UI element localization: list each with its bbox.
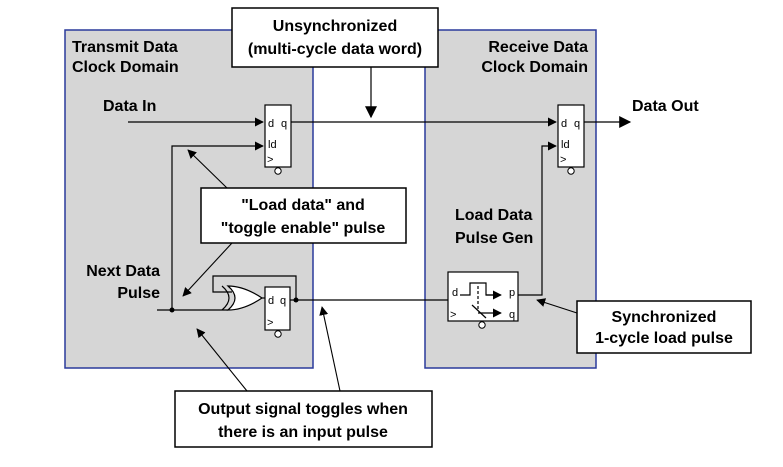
load-toggle-callout-line2: "toggle enable" pulse <box>221 220 386 237</box>
rx-reg-q-pin: q <box>574 118 580 130</box>
tx-reg-reset-bubble <box>274 167 282 175</box>
output-toggle-pointer-left <box>196 328 248 392</box>
next-pulse-junction <box>169 307 175 313</box>
rx-reg-reset-bubble <box>567 167 575 175</box>
pulse-gen-clk-pin: > <box>450 309 456 321</box>
pulse-generator <box>447 271 519 322</box>
toggle-ff-reset-bubble <box>274 330 282 338</box>
xor-gate-back-curve <box>221 285 230 311</box>
tx-reg-d-pin: d <box>268 118 274 130</box>
output-toggle-pointer-right <box>319 306 341 392</box>
load-toggle-pointer-down <box>182 242 233 297</box>
receive-domain-label-line1: Receive Data <box>488 39 588 56</box>
rx-load-wire <box>518 141 557 296</box>
transmit-domain-label-line2: Clock Domain <box>72 59 179 76</box>
sync-pulse-callout-line2: 1-cycle load pulse <box>595 330 733 347</box>
tx-reg-clk-pin: > <box>267 154 273 166</box>
data-out-label: Data Out <box>632 98 699 115</box>
toggle-ff-q-pin: q <box>280 295 286 307</box>
next-pulse-label-line2: Pulse <box>117 285 160 302</box>
sync-pulse-callout-box <box>576 300 752 354</box>
xor-gate <box>226 285 264 311</box>
pulse-gen-q-pin: q <box>509 309 515 321</box>
pulse-gen-d-pin: d <box>452 287 458 299</box>
unsync-callout-line1: Unsynchronized <box>273 18 397 35</box>
transmit-data-register <box>264 104 292 168</box>
pulse-gen-p-pin: p <box>509 287 515 299</box>
next-pulse-label-line1: Next Data <box>86 263 160 280</box>
receive-data-register <box>557 104 585 168</box>
tx-load-wire <box>171 141 264 310</box>
tx-reg-q-pin: q <box>281 118 287 130</box>
pulse-gen-label-line2: Pulse Gen <box>455 230 533 247</box>
load-toggle-pointer-up <box>187 149 228 189</box>
load-toggle-callout-line1: "Load data" and <box>241 197 365 214</box>
toggle-flip-flop <box>264 286 291 331</box>
sync-pulse-pointer <box>536 298 578 314</box>
pulse-gen-label-line1: Load Data <box>455 207 532 224</box>
transmit-domain-label-line1: Transmit Data <box>72 39 178 56</box>
data-in-label: Data In <box>103 98 156 115</box>
receive-domain-label-line2: Clock Domain <box>481 59 588 76</box>
rx-reg-ld-pin: ld <box>561 139 570 151</box>
unsync-callout-line2: (multi-cycle data word) <box>248 41 422 58</box>
rx-reg-d-pin: d <box>561 118 567 130</box>
sync-pulse-callout-line1: Synchronized <box>612 309 717 326</box>
pulse-gen-slash <box>471 304 487 319</box>
toggle-signal-junction <box>293 297 299 303</box>
load-toggle-callout-box <box>200 187 407 244</box>
output-toggle-callout-line1: Output signal toggles when <box>198 401 408 418</box>
rx-reg-clk-pin: > <box>560 154 566 166</box>
toggle-ff-d-pin: d <box>268 295 274 307</box>
toggle-ff-clk-pin: > <box>267 317 273 329</box>
toggle-feedback-wire <box>212 275 297 300</box>
unsync-callout-box <box>231 7 439 68</box>
output-toggle-callout-box <box>174 390 433 448</box>
output-toggle-callout-line2: there is an input pulse <box>218 424 388 441</box>
tx-reg-ld-pin: ld <box>268 139 277 151</box>
pulse-gen-reset-bubble <box>478 321 486 329</box>
